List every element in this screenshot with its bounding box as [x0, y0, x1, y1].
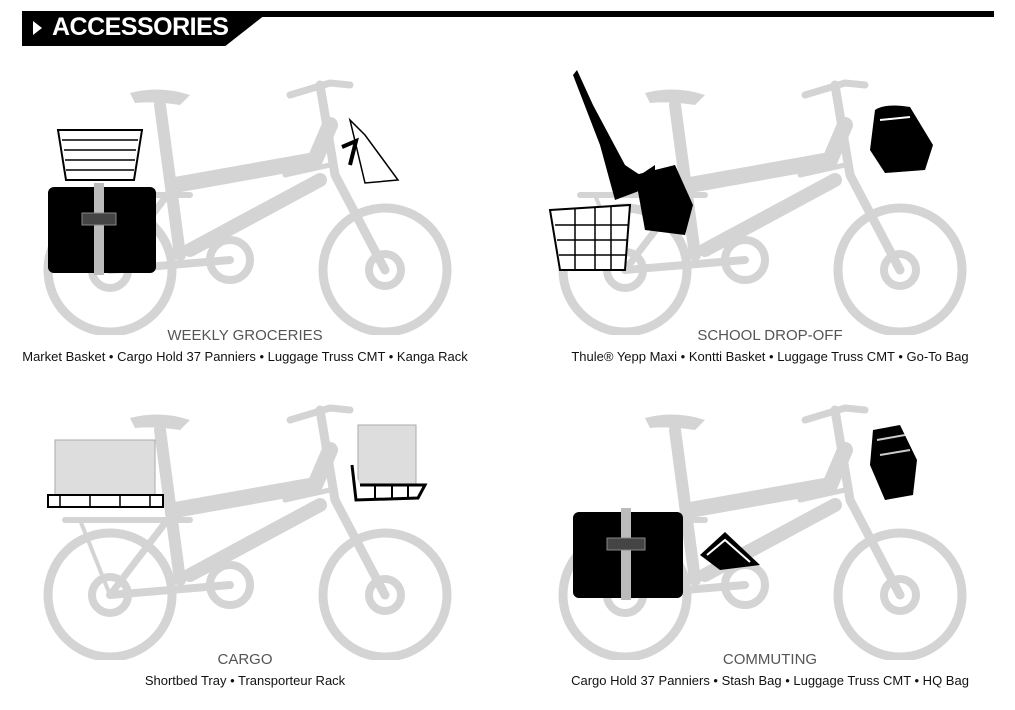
go-to-bag	[870, 105, 933, 173]
setup-items: Shortbed Tray • Transporteur Rack	[144, 673, 346, 688]
stash-bag	[700, 532, 760, 570]
setup-items: Thule® Yepp Maxi • Kontti Basket • Lugga…	[571, 349, 969, 364]
kontti-basket	[548, 203, 632, 271]
setup-items: Market Basket • Cargo Hold 37 Panniers •…	[22, 349, 468, 364]
cargo-hold-panniers	[573, 508, 683, 600]
shortbed-tray	[47, 439, 164, 508]
bike-illustration-weekly-groceries	[30, 65, 460, 335]
transporteur-rack	[350, 424, 428, 502]
page-title: ACCESSORIES	[52, 13, 229, 41]
header-rule	[22, 11, 994, 17]
bike-illustration-school-drop-off	[548, 70, 975, 335]
setup-title: CARGO	[217, 651, 273, 668]
setup-title: WEEKLY GROCERIES	[167, 327, 323, 344]
setup-items: Cargo Hold 37 Panniers • Stash Bag • Lug…	[571, 673, 969, 688]
setup-caption-cargo: CARGO Shortbed Tray • Transporteur Rack	[0, 651, 495, 688]
cargo-hold-panniers	[48, 183, 156, 275]
setup-title: SCHOOL DROP-OFF	[697, 327, 843, 344]
setup-title: COMMUTING	[722, 651, 818, 668]
setup-caption-school-drop-off: SCHOOL DROP-OFF Thule® Yepp Maxi • Kontt…	[520, 327, 1015, 364]
setup-caption-weekly-groceries: WEEKLY GROCERIES Market Basket • Cargo H…	[0, 327, 495, 364]
market-basket	[56, 129, 144, 181]
bike-illustration-cargo	[30, 390, 460, 660]
header-tab	[22, 11, 270, 46]
hq-bag	[870, 425, 917, 500]
setup-caption-commuting: COMMUTING Cargo Hold 37 Panniers • Stash…	[520, 651, 1015, 688]
kanga-rack	[341, 117, 400, 184]
thule-yepp-maxi	[573, 70, 693, 235]
bike-illustration-commuting	[545, 390, 975, 660]
triangle-right-icon	[33, 21, 42, 35]
